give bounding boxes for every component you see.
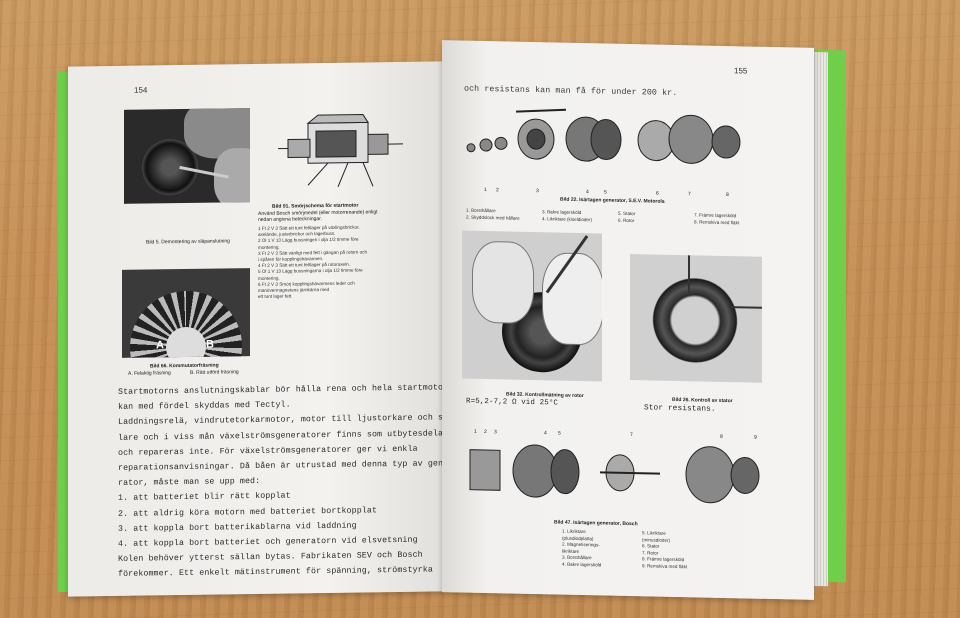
right-page: 155 och resistans kan man få för under 2… <box>442 40 814 600</box>
text-line: Laddningsrelä, vindrutetorkarmotor, moto… <box>118 413 442 428</box>
list-item: 8. Remskiva med fläkt <box>694 219 740 226</box>
fig5-caption: Bild 5. Demontering av släpanslutning <box>146 238 230 246</box>
photo-rotor-measurement <box>462 230 602 382</box>
text-line: och repareras inte. För växelströmsgener… <box>118 444 418 458</box>
left-page: 154 Bild 5. Demontering av släpanslutnin… <box>68 61 442 597</box>
fig26-handwritten: Stor resistans. <box>644 404 716 414</box>
text-line: lare och i viss mån växelströmsgenerator… <box>118 428 442 443</box>
text-line: 3. att koppla bort batterikablarna vid l… <box>118 521 357 534</box>
text-line: 4. att koppla bort batteriet och generat… <box>118 535 418 549</box>
fig66-b: B. Rätt utförd fräsning <box>190 369 239 376</box>
text-line: Startmotorns anslutningskablar bör hålla… <box>118 383 442 397</box>
svg-text:3: 3 <box>494 429 497 435</box>
starter-motor-drawing <box>278 113 403 188</box>
photo-demontering <box>124 108 250 204</box>
svg-text:6: 6 <box>656 191 659 197</box>
page-number: 154 <box>134 85 148 95</box>
text-line: kan med fördel skyddas med Tectyl. <box>118 400 291 413</box>
fig32-handwritten: R=5,2-7,2 Ω vid 25°C <box>466 397 559 408</box>
list-item: 4. Likriktare (kiseldioder) <box>542 215 593 223</box>
svg-text:2: 2 <box>484 429 487 435</box>
svg-text:8: 8 <box>720 434 723 440</box>
svg-text:7: 7 <box>688 191 691 197</box>
svg-text:2: 2 <box>496 187 499 193</box>
list-item: 6. Rotor <box>618 217 635 223</box>
svg-text:1: 1 <box>484 187 487 193</box>
svg-text:3: 3 <box>536 188 539 194</box>
list-item: 4. Bakre lagersköld <box>562 561 602 568</box>
fig66-label-a: A <box>156 339 164 352</box>
fig26-caption: Bild 26. Kontroll av stator <box>672 396 733 405</box>
text-line: 1. att batteriet blir rätt kopplat <box>118 491 291 504</box>
text-line: reparationsanvisningar. Då båen är utrus… <box>118 459 442 473</box>
text-line: förekommer. Ett enkelt mätinstrument för… <box>118 565 433 580</box>
fig22-title: Bild 22. Isärtagen generator, S.E.V. Mot… <box>560 196 665 205</box>
list-item: 2. Skyddslock med hållare <box>466 214 520 221</box>
svg-text:5: 5 <box>558 431 561 437</box>
svg-text:7: 7 <box>630 432 633 438</box>
svg-text:8: 8 <box>726 192 729 198</box>
page-number: 155 <box>734 66 748 76</box>
photo-stator-check <box>630 254 762 383</box>
svg-text:4: 4 <box>544 430 547 436</box>
svg-text:5: 5 <box>604 189 607 195</box>
list-item: ett tunt lager fett. <box>258 293 293 300</box>
fig66-label-b: B <box>206 338 214 351</box>
bosch-generator-exploded-drawing: 1 2 3 4 5 7 8 9 <box>469 429 760 504</box>
top-line: och resistans kan man få för under 200 k… <box>464 84 678 99</box>
photo-kommutator: A B <box>122 268 250 358</box>
text-line: Kolen behöver ytterst sällan bytas. Fabr… <box>118 550 423 565</box>
fig91-intro-1: nedan angivna beteckningar. <box>258 216 322 223</box>
text-line: rator, måste man se upp med: <box>118 477 261 489</box>
sev-generator-exploded-drawing: 1 2 3 4 5 6 7 8 <box>466 108 741 198</box>
svg-text:4: 4 <box>586 189 589 195</box>
svg-text:9: 9 <box>754 435 757 441</box>
svg-text:1: 1 <box>474 429 477 435</box>
text-line: 2. att aldrig köra motorn med batteriet … <box>118 505 378 519</box>
fig66-a: A. Felaktig fräsning <box>128 370 171 377</box>
fig47-title: Bild 47. Isärtagen generator, Bosch <box>554 519 638 528</box>
list-item: 9. Remskiva med fläkt <box>642 563 688 570</box>
